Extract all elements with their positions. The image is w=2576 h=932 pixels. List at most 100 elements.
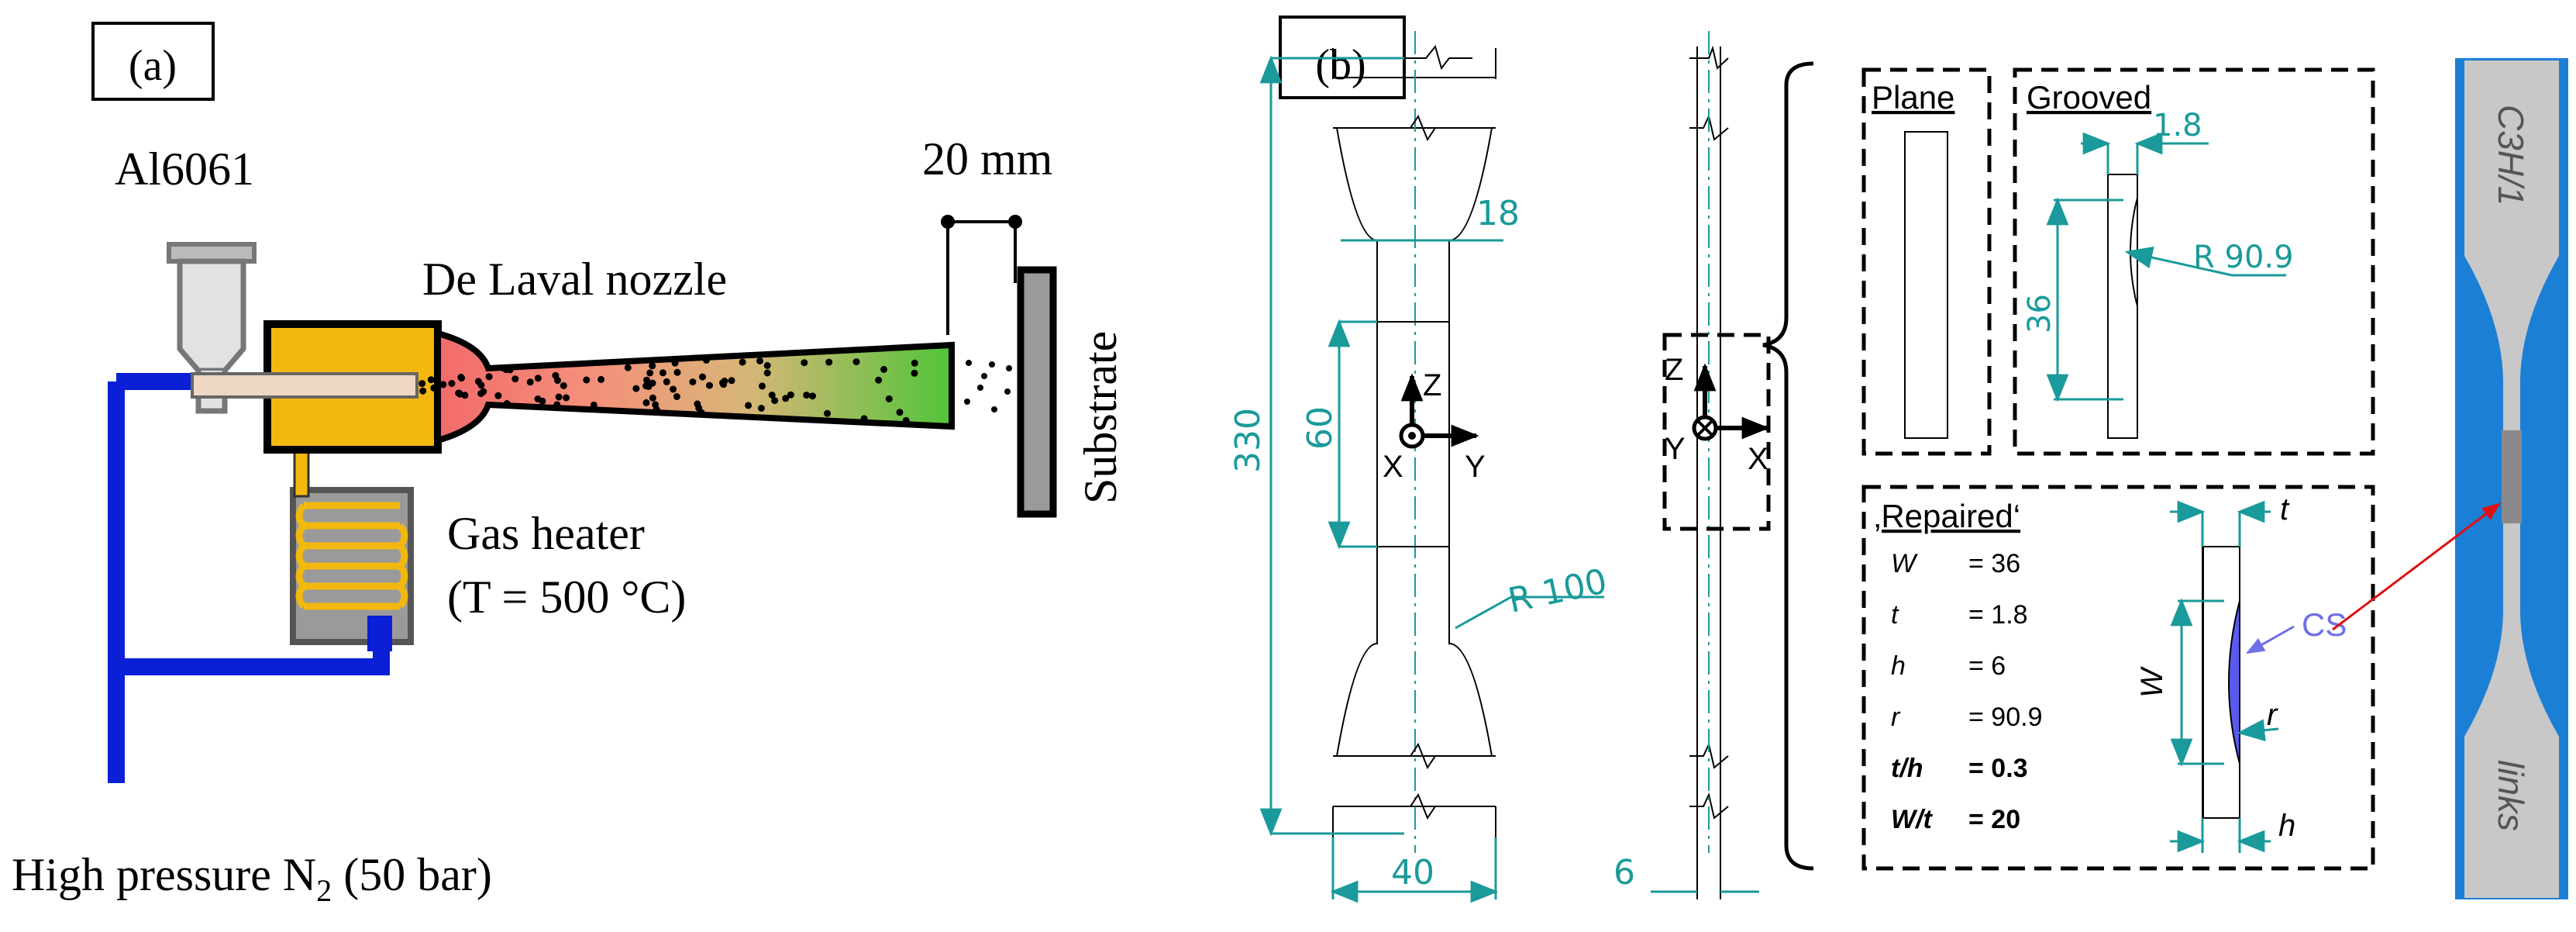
particle xyxy=(720,381,728,388)
particle xyxy=(430,384,438,392)
particle xyxy=(739,358,746,366)
particle xyxy=(494,392,502,399)
particle xyxy=(643,376,650,384)
particle xyxy=(875,376,883,384)
photo-label-bottom: links xyxy=(2491,760,2531,831)
particle xyxy=(885,395,893,402)
particle xyxy=(670,385,677,393)
particle xyxy=(427,376,435,384)
gas-label-suffix: (50 bar) xyxy=(332,849,492,900)
grooved-dimensions xyxy=(2046,132,2286,402)
particle xyxy=(703,357,710,364)
particle xyxy=(763,369,771,377)
front-view-dimensions xyxy=(1259,55,1604,903)
de-laval-nozzle xyxy=(435,329,955,445)
particle xyxy=(771,397,779,405)
param-name: W/t xyxy=(1891,805,1934,834)
particle xyxy=(511,375,519,383)
dim-radius: R 100 xyxy=(1505,561,1610,621)
repaired-title: ‚Repaired‘ xyxy=(1874,498,2020,534)
particle xyxy=(801,359,808,367)
particle xyxy=(418,380,426,388)
photo-label-top: C3H/1 xyxy=(2491,105,2531,205)
particle xyxy=(534,375,542,382)
particle xyxy=(624,364,632,371)
plane-box xyxy=(1861,67,1992,456)
substrate xyxy=(1017,266,1057,518)
axis-z-front: Z xyxy=(1423,368,1441,402)
particle xyxy=(439,381,447,388)
particle xyxy=(689,378,697,386)
axis-x-side: X xyxy=(1748,442,1768,476)
particle xyxy=(448,380,456,387)
panel-a-label-box xyxy=(91,22,215,101)
dim-width: 40 xyxy=(1391,853,1434,892)
particle xyxy=(902,416,910,424)
particle xyxy=(673,393,680,400)
panel-a-label: (a) xyxy=(129,42,177,90)
particle xyxy=(809,392,816,400)
particle xyxy=(860,415,868,423)
particle xyxy=(699,373,706,381)
param-name: r xyxy=(1891,702,1901,732)
particle xyxy=(458,375,465,382)
particle xyxy=(745,402,752,409)
param-value: = 6 xyxy=(1968,651,2006,681)
particle xyxy=(911,369,918,377)
particle xyxy=(728,377,735,385)
substrate-label: Substrate xyxy=(1075,331,1126,504)
particle xyxy=(419,387,427,395)
particle xyxy=(663,378,670,385)
particle xyxy=(555,393,563,401)
grooved-radius: R 90.9 xyxy=(2193,240,2294,275)
plane-title: Plane xyxy=(1872,79,1954,116)
particle xyxy=(526,378,534,386)
repaired-dimensions xyxy=(2170,500,2279,853)
particle xyxy=(590,401,598,409)
cs-deposit xyxy=(2228,600,2240,765)
dim-thickness: 6 xyxy=(1613,853,1635,892)
front-view-break-lines xyxy=(1341,44,1488,820)
cs-pointer xyxy=(2245,625,2295,654)
repaired-box xyxy=(1861,485,2375,871)
standoff-label: 20 mm xyxy=(922,133,1052,185)
gas-label: High pressure N2 (50 bar) xyxy=(12,849,492,908)
particle xyxy=(642,399,650,406)
gas-label-subscript: 2 xyxy=(316,873,332,908)
rep-t-label: t xyxy=(2280,492,2290,526)
specimen-photo: C3H/1 links xyxy=(2455,58,2568,899)
particle xyxy=(477,381,485,389)
particle xyxy=(503,400,511,407)
param-name: h xyxy=(1891,651,1906,681)
particle xyxy=(759,382,766,390)
grooved-box xyxy=(2013,67,2375,456)
particle-stream xyxy=(418,357,918,424)
axes-side xyxy=(1692,363,1770,441)
particle xyxy=(782,395,790,402)
heater-label-line2: (T = 500 °C) xyxy=(447,571,686,623)
particle xyxy=(673,368,681,376)
heater-label-line1: Gas heater xyxy=(447,508,645,559)
feed-tube xyxy=(191,372,418,399)
particle xyxy=(803,392,811,399)
particle xyxy=(500,364,508,372)
standoff-marker xyxy=(941,215,1022,335)
particle xyxy=(787,391,794,399)
parameter-table: W= 36t= 1.8h= 6r= 90.9t/h= 0.3W/t= 20 xyxy=(1891,549,2042,834)
panel-b: (b) 330 60 18 xyxy=(1228,16,2568,903)
spray xyxy=(964,360,1012,412)
axis-y-front: Y xyxy=(1465,450,1486,484)
param-name: W xyxy=(1891,549,1918,578)
axis-z-side: Z xyxy=(1665,353,1683,387)
particle xyxy=(632,385,640,392)
particle xyxy=(659,369,666,377)
axes-front xyxy=(1399,373,1479,449)
particle xyxy=(880,365,887,373)
particle xyxy=(763,361,771,369)
dim-length: 330 xyxy=(1228,408,1268,473)
photo-pointer-arrow xyxy=(2332,502,2501,631)
param-name: t xyxy=(1891,600,1899,630)
particle xyxy=(896,409,904,416)
repaired-specimen xyxy=(2202,546,2240,819)
